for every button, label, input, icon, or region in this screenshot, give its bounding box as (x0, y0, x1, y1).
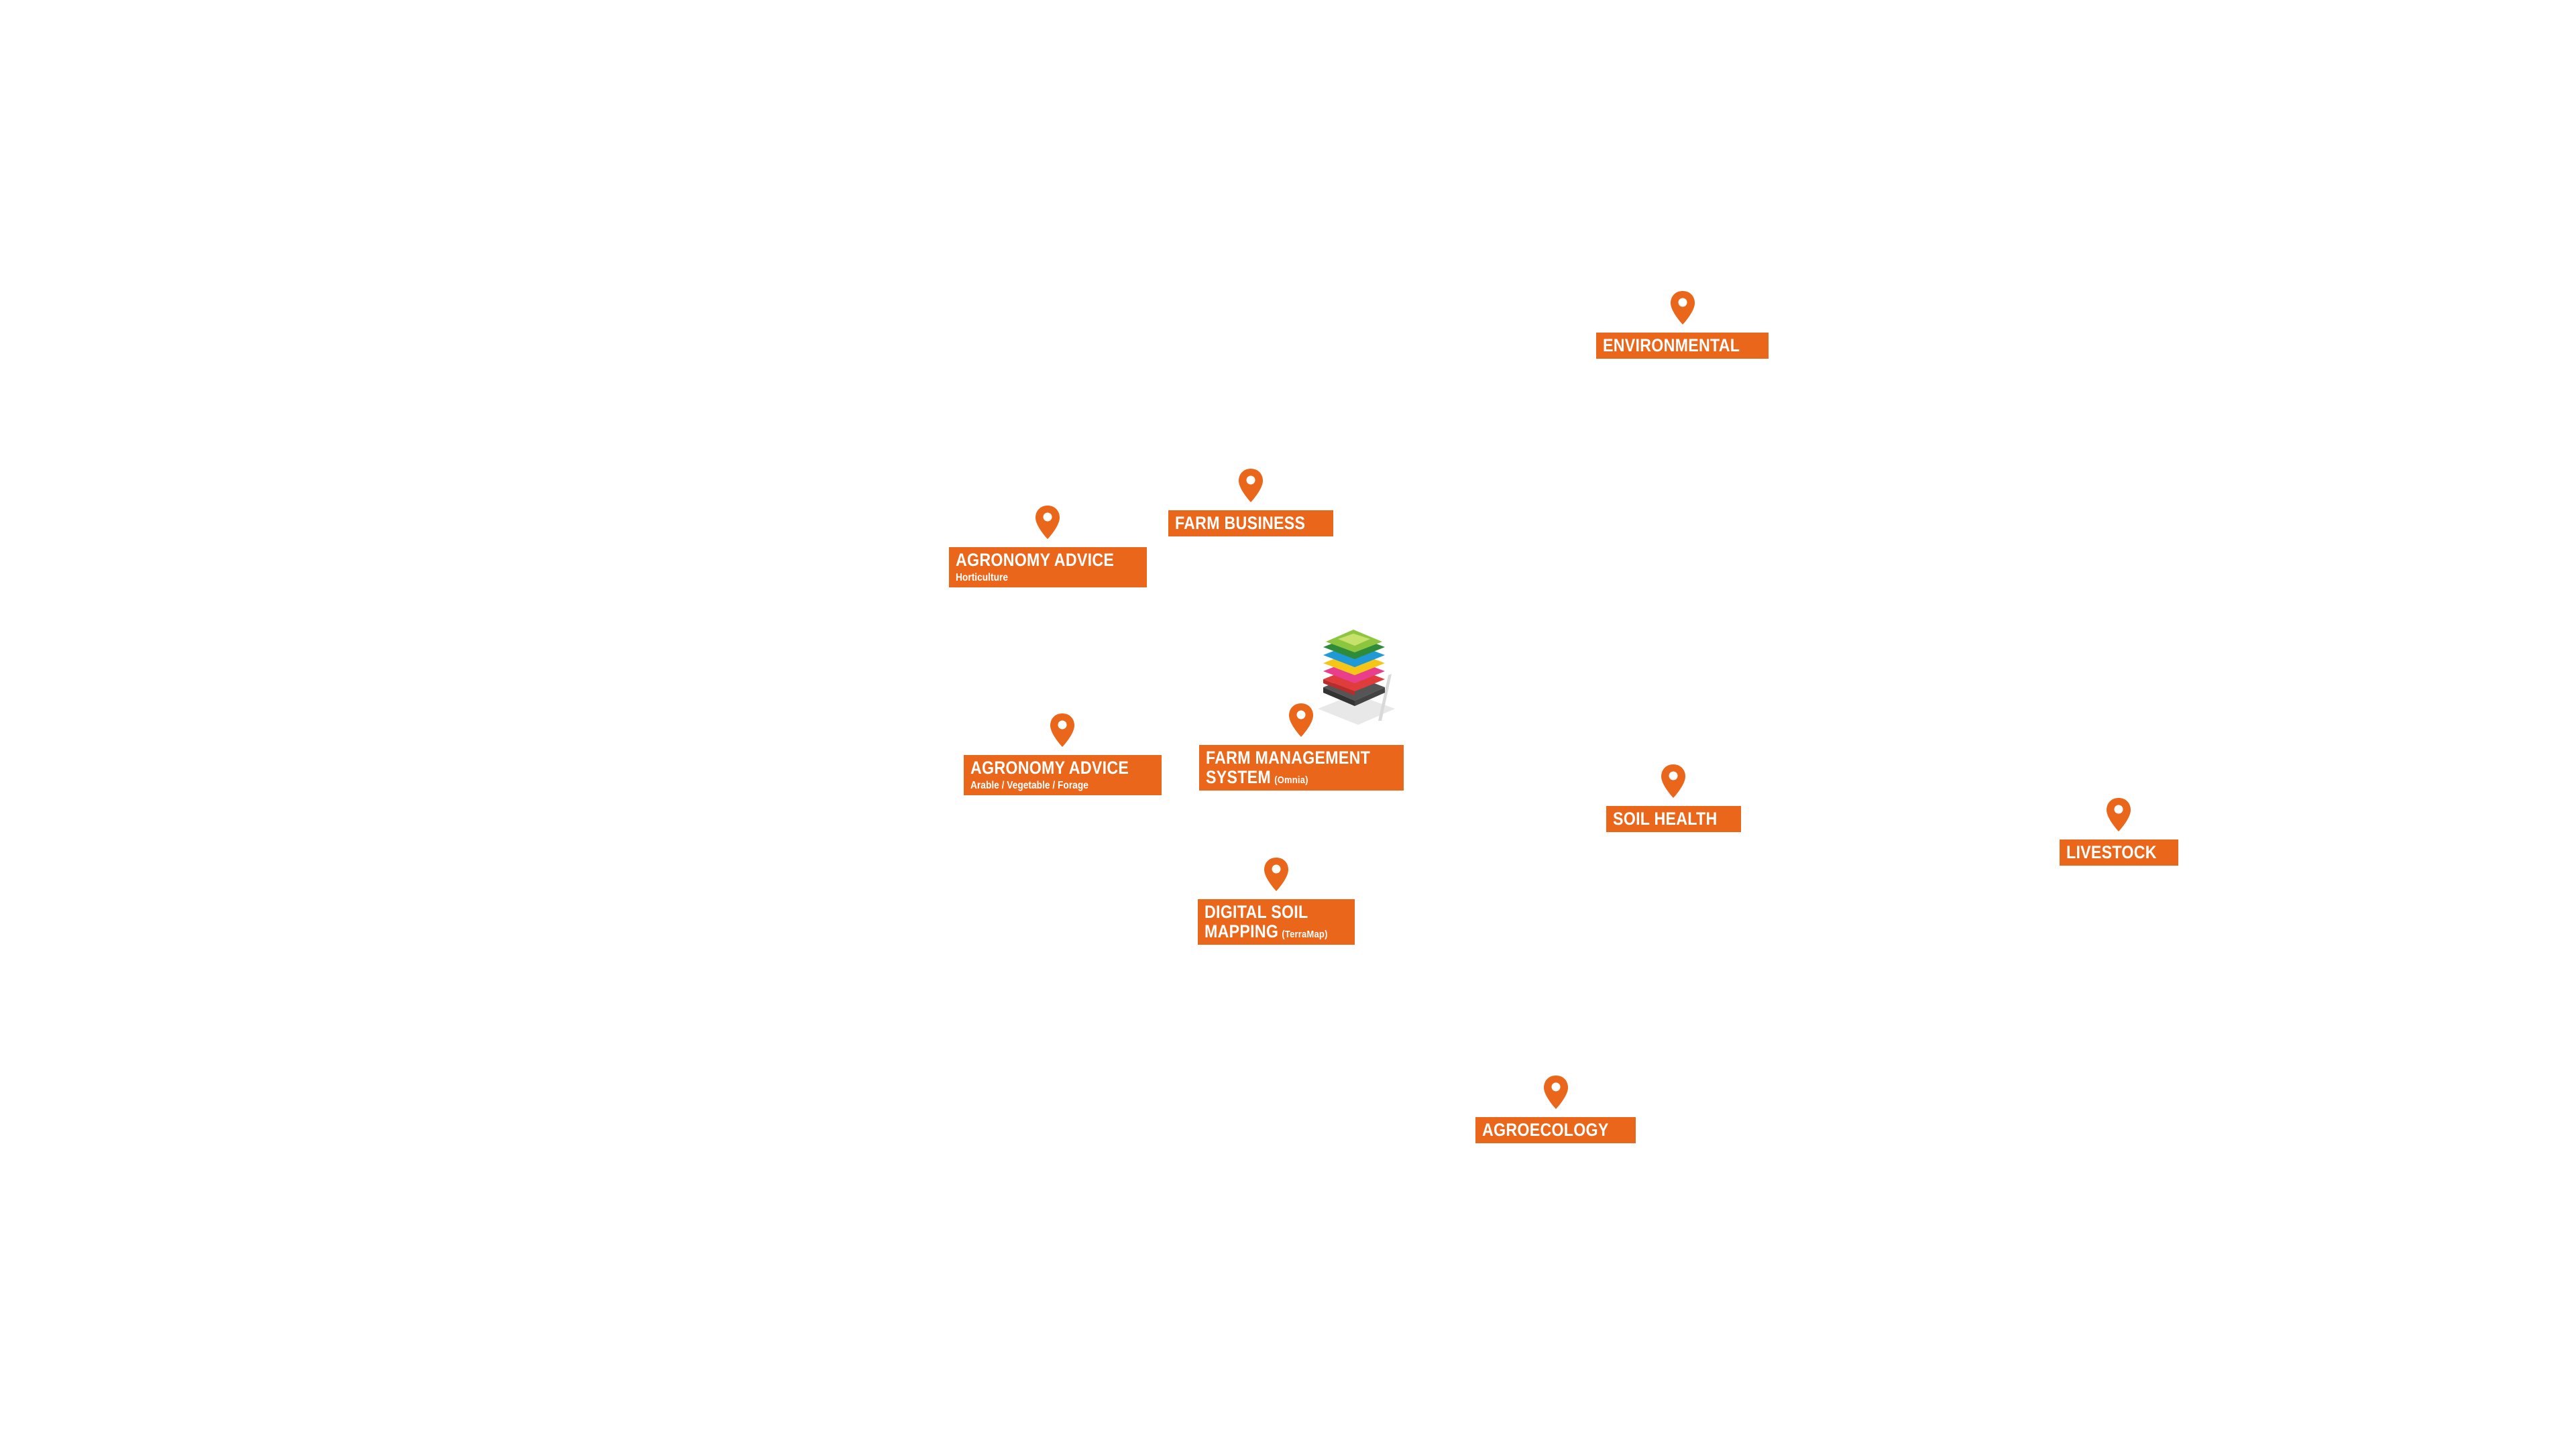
hotspot-title-line-1: DIGITAL SOIL (1205, 902, 1308, 922)
hotspot-title: AGROECOLOGY (1482, 1120, 1609, 1140)
map-pin-icon (1289, 703, 1314, 737)
hotspot-title-line-2: MAPPING(TerraMap) (1205, 923, 1328, 941)
map-pin-icon (1035, 506, 1060, 539)
stacked-layers-icon (1318, 630, 1395, 725)
hotspot-soil-health[interactable]: SOIL HEALTH (1606, 763, 1741, 832)
map-pin-icon (1050, 713, 1075, 747)
map-pin-icon (1238, 469, 1263, 502)
label-environmental: ENVIRONMENTAL (1596, 333, 1769, 359)
hotspot-agronomy-arable[interactable]: AGRONOMY ADVICE Arable / Vegetable / For… (964, 712, 1162, 795)
map-pin-icon (1661, 764, 1686, 798)
label-farm-management-system: FARM MANAGEMENT SYSTEM(Omnia) (1199, 745, 1404, 791)
hotspot-title: FARM BUSINESS (1175, 513, 1306, 533)
hotspot-subtitle: Arable / Vegetable / Forage (970, 780, 1088, 791)
hotspot-digital-soil-mapping[interactable]: DIGITAL SOIL MAPPING(TerraMap) (1198, 856, 1355, 945)
label-agroecology: AGROECOLOGY (1475, 1117, 1636, 1143)
hotspot-title: AGRONOMY ADVICE (956, 550, 1115, 570)
hotspot-farm-business[interactable]: FARM BUSINESS (1168, 467, 1333, 536)
hotspot-title-line-2-text: MAPPING (1205, 921, 1279, 941)
hotspot-farm-management-system[interactable]: FARM MANAGEMENT SYSTEM(Omnia) (1199, 702, 1404, 791)
label-livestock: LIVESTOCK (2060, 839, 2178, 866)
map-pin-icon (1264, 858, 1288, 891)
label-farm-business: FARM BUSINESS (1168, 510, 1333, 536)
map-pin-icon (1543, 1076, 1568, 1109)
hotspot-title-line-1: FARM MANAGEMENT (1206, 748, 1371, 768)
hotspot-title-line-2: SYSTEM(Omnia) (1206, 768, 1370, 787)
hotspot-subtitle: Horticulture (956, 572, 1008, 583)
hotspot-title-line-2-text: SYSTEM (1206, 767, 1272, 787)
hotspot-note: (TerraMap) (1282, 929, 1328, 940)
hotspot-title: LIVESTOCK (2066, 842, 2157, 862)
label-agronomy-arable: AGRONOMY ADVICE Arable / Vegetable / For… (964, 755, 1162, 795)
label-agronomy-horticulture: AGRONOMY ADVICE Horticulture (949, 547, 1147, 587)
hotspot-title: AGRONOMY ADVICE (970, 758, 1129, 778)
map-pin-icon (2107, 798, 2131, 831)
hotspot-agronomy-horticulture[interactable]: AGRONOMY ADVICE Horticulture (949, 504, 1147, 587)
hotspot-environmental[interactable]: ENVIRONMENTAL (1596, 290, 1769, 359)
hotspot-title: ENVIRONMENTAL (1603, 335, 1740, 355)
label-soil-health: SOIL HEALTH (1606, 806, 1741, 832)
hotspot-agroecology[interactable]: AGROECOLOGY (1475, 1074, 1636, 1143)
hotspot-note: (Omnia) (1274, 774, 1308, 786)
label-digital-soil-mapping: DIGITAL SOIL MAPPING(TerraMap) (1198, 899, 1355, 945)
map-pin-icon (1670, 291, 1695, 325)
hotspot-title: SOIL HEALTH (1613, 809, 1718, 829)
hotspot-livestock[interactable]: LIVESTOCK (2060, 797, 2178, 866)
